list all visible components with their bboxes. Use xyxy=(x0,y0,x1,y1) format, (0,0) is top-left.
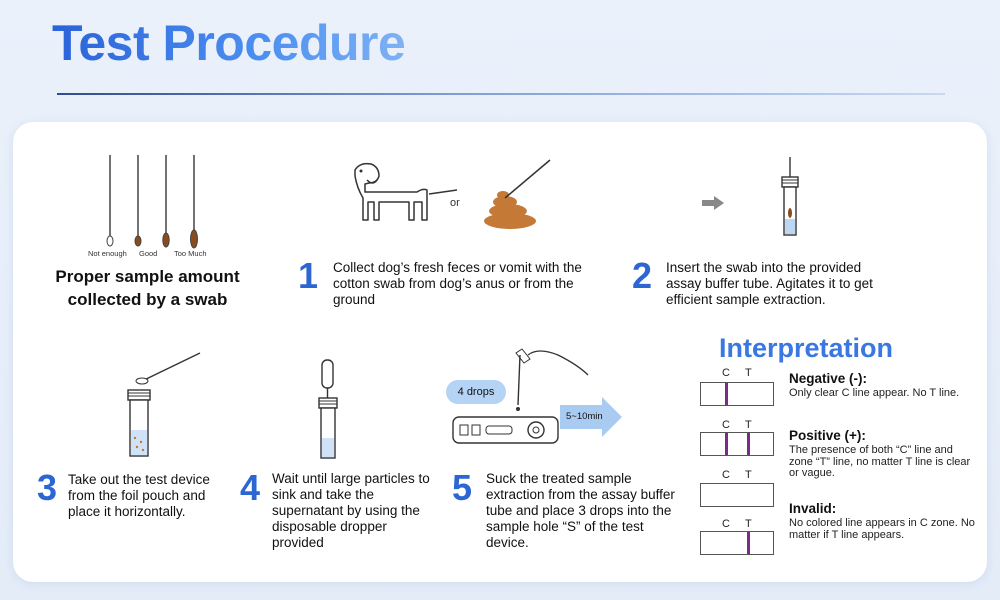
strip-2-t-label: T xyxy=(745,419,752,431)
step-1-text: Collect dog’s fresh feces or vomit with … xyxy=(333,260,582,307)
invalid-strip-empty xyxy=(700,483,774,507)
step-5-number: 5 xyxy=(452,467,473,508)
strip-4-c-label: C xyxy=(722,518,730,530)
dropper-tube-illustration xyxy=(318,359,338,459)
invalid-heading: Invalid: xyxy=(789,501,837,516)
sample-tube-illustration xyxy=(127,352,201,457)
negative-description: Only clear C line appear. No T line. xyxy=(789,387,960,399)
step-1-number: 1 xyxy=(298,255,319,296)
interpretation-title: Interpretation xyxy=(719,333,894,363)
strip-4-t-label: T xyxy=(745,518,752,530)
strip-2-c-label: C xyxy=(722,419,730,431)
test-device-illustration xyxy=(452,348,622,444)
step-3-number: 3 xyxy=(37,467,58,508)
swab-label-not-enough: Not enough xyxy=(88,249,127,258)
time-label: 5~10min xyxy=(566,411,603,422)
step-2-text: Insert the swab into the provided assay … xyxy=(666,260,873,307)
or-text: or xyxy=(450,197,460,209)
swab-label-too-much: Too Much xyxy=(174,249,207,258)
strip-3-t-label: T xyxy=(745,469,752,481)
negative-strip xyxy=(700,382,774,406)
swab-samples-illustration xyxy=(106,155,198,249)
c-line xyxy=(725,383,728,405)
step-4-number: 4 xyxy=(240,467,261,508)
title-underline xyxy=(57,93,945,95)
strip-1-t-label: T xyxy=(745,367,752,379)
step-5-text: Suck the treated sample extraction from … xyxy=(486,471,675,550)
strip-1-c-label: C xyxy=(722,367,730,379)
t-line xyxy=(747,532,750,554)
negative-heading: Negative (-): xyxy=(789,371,868,386)
invalid-description: No colored line appears in C zone. No ma… xyxy=(789,517,975,541)
invalid-strip-t-only xyxy=(700,531,774,555)
c-line xyxy=(725,433,728,455)
step-2-number: 2 xyxy=(632,255,653,296)
swab-label-good: Good xyxy=(139,249,158,258)
positive-description: The presence of both “C” line and zone “… xyxy=(789,444,971,479)
positive-strip xyxy=(700,432,774,456)
dog-and-feces-illustration xyxy=(354,159,551,229)
step-3-text: Take out the test device from the foil p… xyxy=(68,472,210,519)
positive-heading: Positive (+): xyxy=(789,428,866,443)
buffer-tube-illustration xyxy=(702,157,799,236)
proper-sample-caption: Proper sample amount collected by a swab xyxy=(55,267,240,309)
strip-3-c-label: C xyxy=(722,469,730,481)
step-4-text: Wait until large particles to sink and t… xyxy=(272,471,430,550)
t-line xyxy=(747,433,750,455)
page-title: Test Procedure xyxy=(52,15,406,71)
drops-badge: 4 drops xyxy=(446,380,506,404)
